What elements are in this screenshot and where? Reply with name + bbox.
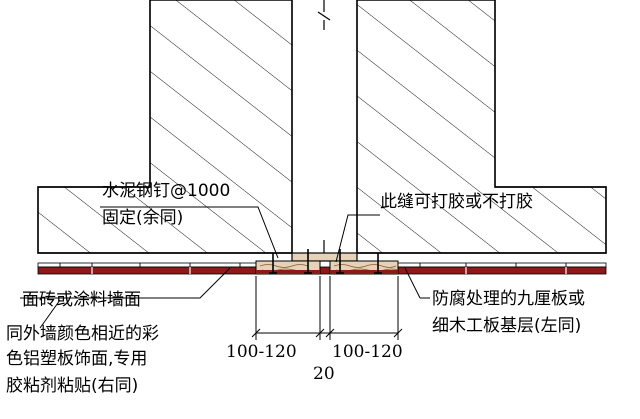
joint-cover-strip <box>291 252 358 262</box>
panel-note-line2: 色铝塑板饰面,专用 <box>6 349 147 369</box>
base-note-line2: 细木工板基层(左同) <box>432 316 581 336</box>
wood-base-board <box>255 260 399 275</box>
dimension-right: 100-120 <box>332 342 403 362</box>
seam-note: 此缝可打胶或不打胶 <box>380 192 533 212</box>
panel-note-line1: 同外墙颜色相近的彩 <box>6 324 159 344</box>
joint-break-symbol <box>317 0 331 253</box>
panel-note-line3: 胶粘剂粘贴(右同) <box>6 376 138 396</box>
concrete-nails <box>269 249 382 274</box>
nail-note-line1: 水泥钢钉@1000 <box>102 181 230 201</box>
aluminium-plastic-panel <box>37 266 607 275</box>
dimension-lines <box>251 276 403 340</box>
base-note-line1: 防腐处理的九厘板或 <box>432 289 585 309</box>
leader-lines <box>20 206 430 329</box>
nail-note-line2: 固定(余同) <box>102 208 183 228</box>
dimension-gap: 20 <box>313 364 335 384</box>
dimension-left: 100-120 <box>226 342 297 362</box>
facing-wall-note: 面砖或涂料墙面 <box>22 290 141 310</box>
right-wall <box>356 0 607 254</box>
wall-facing-layer <box>37 262 607 268</box>
